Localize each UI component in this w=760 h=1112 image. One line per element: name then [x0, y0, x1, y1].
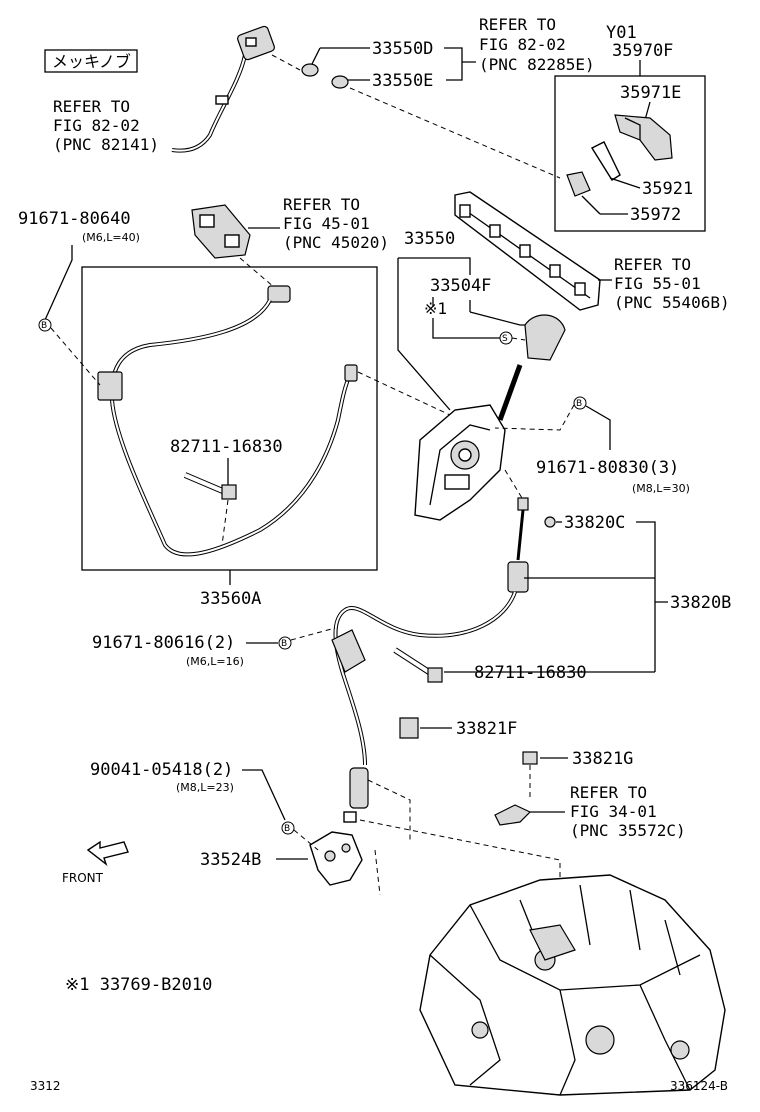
- label-35972: 35972: [630, 205, 681, 225]
- shift-lever-assembly-33550: [414, 404, 506, 521]
- note1-mark-label: ※1: [424, 299, 447, 318]
- ref-55406B-line3: (PNC 55406B): [614, 293, 730, 312]
- circle-b-marker-3: [278, 636, 292, 650]
- spec-91671-80640: (M6,L=40): [82, 231, 140, 244]
- label-91671-80616: 91671-80616(2): [92, 633, 235, 653]
- box-33560A: [81, 266, 378, 571]
- spec-91671-80830: (M8,L=30): [632, 482, 690, 495]
- label-33560A: 33560A: [200, 589, 261, 609]
- label-y01: Y01: [606, 23, 637, 43]
- note1-text: ※1 33769-B2010: [65, 975, 212, 995]
- label-91671-80640: 91671-80640: [18, 209, 131, 229]
- label-33550D: 33550D: [372, 39, 433, 59]
- label-35971E: 35971E: [620, 83, 681, 103]
- svg-text:S: S: [502, 334, 508, 344]
- part-33550E-icon: [331, 75, 349, 89]
- label-33821F: 33821F: [456, 719, 517, 739]
- ref-82141-line2: FIG 82-02: [53, 116, 140, 135]
- cable-33560A: [109, 299, 352, 557]
- svg-text:B: B: [576, 399, 582, 409]
- ref-82141-line3: (PNC 82141): [53, 135, 159, 154]
- svg-text:B: B: [41, 321, 47, 331]
- label-33504F: 33504F: [430, 276, 491, 296]
- part-35972-icon: [566, 171, 591, 197]
- circle-b-marker-4: [281, 821, 295, 835]
- ref-82285E-line1: REFER TO: [479, 15, 556, 34]
- plating-knob-label: メッキノブ: [52, 52, 131, 71]
- circle-b-marker-2: [573, 396, 587, 410]
- spec-91671-80616: (M6,L=16): [186, 655, 244, 668]
- label-33820B: 33820B: [670, 593, 731, 613]
- label-35921: 35921: [642, 179, 693, 199]
- clip-33821F: [399, 717, 419, 739]
- label-33820C: 33820C: [564, 513, 625, 533]
- ref-55406B-line1: REFER TO: [614, 255, 691, 274]
- page-code: 3312: [30, 1079, 61, 1093]
- ref-45020-line3: (PNC 45020): [283, 233, 389, 252]
- drawing-code: 336124-B: [670, 1079, 728, 1093]
- ref-55406B-line2: FIG 55-01: [614, 274, 701, 293]
- label-33550: 33550: [404, 229, 455, 249]
- circle-b-marker-1: [38, 318, 52, 332]
- plating-knob-box: [44, 49, 138, 73]
- label-35970F: 35970F: [612, 41, 673, 61]
- label-33821G: 33821G: [572, 749, 633, 769]
- ref-35572C-line3: (PNC 35572C): [570, 821, 686, 840]
- box-35970F: [554, 75, 706, 232]
- label-33550E: 33550E: [372, 71, 433, 91]
- label-82711-16830-a: 82711-16830: [170, 437, 283, 457]
- nut-33821G: [522, 751, 538, 765]
- ref-35572C-line2: FIG 34-01: [570, 802, 657, 821]
- part-35921-icon: [590, 141, 621, 181]
- label-33524B: 33524B: [200, 850, 261, 870]
- shift-knob-35971E: [614, 114, 673, 161]
- svg-text:B: B: [281, 639, 287, 649]
- ref-35572C-line1: REFER TO: [570, 783, 647, 802]
- connector-45020: [191, 204, 251, 259]
- part-33550D-icon: [301, 63, 319, 77]
- ref-45020-line1: REFER TO: [283, 195, 360, 214]
- label-91671-80830: 91671-80830(3): [536, 458, 679, 478]
- ref-82285E-line3: (PNC 82285E): [479, 55, 595, 74]
- bracket-35572C: [494, 804, 532, 826]
- label-90041-05418: 90041-05418(2): [90, 760, 233, 780]
- front-label: FRONT: [62, 871, 104, 885]
- bracket-33524B: [309, 831, 363, 886]
- ref-45020-line2: FIG 45-01: [283, 214, 370, 233]
- cable-bracket: [97, 371, 123, 401]
- cable-clip: [215, 95, 229, 105]
- nut-33820C: [544, 516, 556, 528]
- shift-housing-55406B: [454, 191, 601, 311]
- ref-82285E-line2: FIG 82-02: [479, 35, 566, 54]
- cable-connector-end: [267, 285, 291, 303]
- label-82711-16830-b: 82711-16830: [474, 663, 587, 683]
- svg-text:B: B: [284, 824, 290, 834]
- spec-90041-05418: (M8,L=23): [176, 781, 234, 794]
- ref-82141-line1: REFER TO: [53, 97, 130, 116]
- switch-connector-top: [237, 25, 275, 61]
- transmission-case: [419, 874, 726, 1096]
- circle-s-marker: [499, 331, 513, 345]
- knob-33504F: [524, 314, 566, 361]
- front-arrow-icon: [86, 840, 129, 866]
